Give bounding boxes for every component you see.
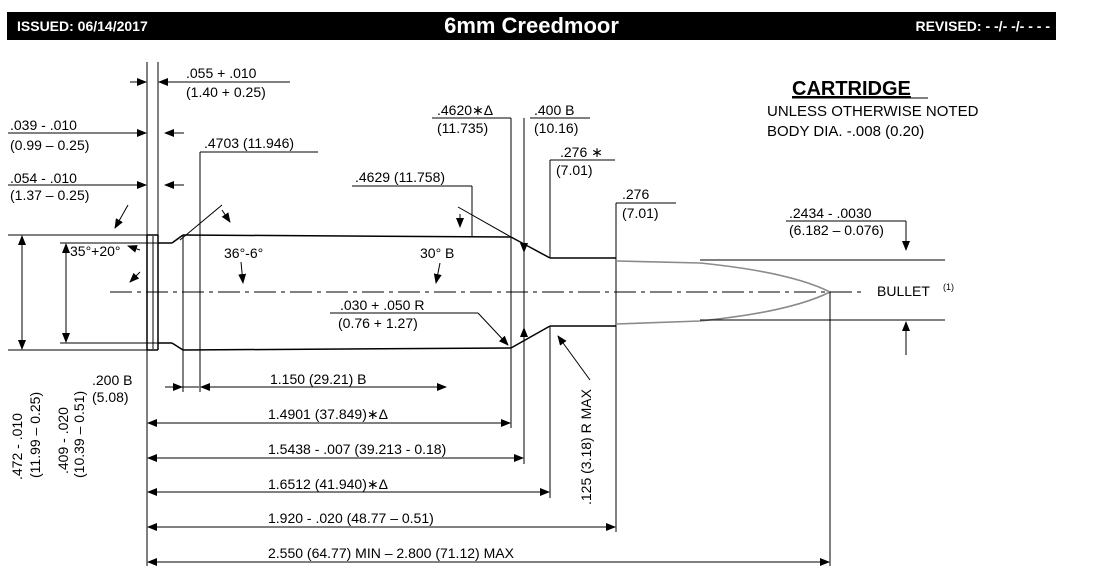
shoulder-dia-label: .4629 (11.758) bbox=[355, 169, 445, 185]
neck-start-dimension: .4620∗Δ (11.735) bbox=[432, 102, 512, 237]
notes-line-2: BODY DIA. -.008 (0.20) bbox=[767, 123, 924, 140]
bullet-diameter-dimension: .2434 - .0030 (6.182 – 0.076) BULLET (1) bbox=[700, 205, 954, 355]
neck-diameter-dimension: .276 ∗ (7.01) bbox=[549, 144, 615, 258]
neck-length-in: .400 B bbox=[534, 102, 574, 118]
base-dia-label: .4703 (11.946) bbox=[204, 135, 294, 151]
revised-date: REVISED: - -/- -/- - - - bbox=[915, 18, 1050, 34]
body-length-dimension: 1.150 (29.21) B bbox=[200, 371, 447, 391]
extractor-mm: (1.37 – 0.25) bbox=[10, 187, 89, 203]
base-diameter-dimension: .4703 (11.946) bbox=[199, 135, 318, 235]
rim-thickness-dimension: .055 + .010 (1.40 + 0.25) bbox=[130, 62, 290, 235]
cartridge-notes: CARTRIDGE UNLESS OTHERWISE NOTED BODY DI… bbox=[767, 78, 979, 140]
title-bar: ISSUED: 06/14/2017 6mm Creedmoor REVISED… bbox=[7, 12, 1056, 40]
length-3-label: 1.6512 (41.940)∗Δ bbox=[268, 476, 388, 492]
groove-length-mm: (5.08) bbox=[92, 389, 129, 405]
groove-length-dimension: .200 B (5.08) bbox=[92, 235, 201, 566]
neck-radius-dimension: .125 (3.18) R MAX bbox=[557, 335, 594, 505]
extractor-in: .054 - .010 bbox=[10, 170, 77, 186]
extractor-angle: 35°+20° bbox=[65, 243, 141, 283]
rim-thickness-mm: (1.40 + 0.25) bbox=[186, 84, 266, 100]
length-dimension-3: 1.6512 (41.940)∗Δ bbox=[147, 326, 551, 498]
body-angle-label: 36°-6° bbox=[224, 245, 263, 261]
bullet-note: (1) bbox=[943, 282, 954, 292]
shoulder-radius-dimension: .030 + .050 R (0.76 + 1.27) bbox=[330, 297, 509, 346]
cartridge-title: 6mm Creedmoor bbox=[444, 13, 619, 38]
rim-dia-in: .472 - .010 bbox=[9, 413, 25, 480]
bevel-in: .039 - .010 bbox=[10, 117, 77, 133]
groove-dia-mm: (10.39 – 0.51) bbox=[71, 391, 87, 478]
mouth-dia-in: .276 bbox=[622, 186, 649, 202]
length-dimension-1: 1.4901 (37.849)∗Δ bbox=[147, 348, 512, 428]
shoulder-angle: 30° B bbox=[420, 206, 512, 284]
bevel-mm: (0.99 – 0.25) bbox=[10, 137, 89, 153]
length-2-label: 1.5438 - .007 (39.213 - 0.18) bbox=[268, 441, 446, 457]
mouth-dia-mm: (7.01) bbox=[622, 205, 659, 221]
bevel-dimension: .039 - .010 (0.99 – 0.25) bbox=[8, 117, 184, 153]
rim-diameter-dimension: .472 - .010 (11.99 – 0.25) bbox=[8, 234, 147, 480]
neck-start-mm: (11.735) bbox=[437, 120, 488, 136]
notes-heading: CARTRIDGE bbox=[792, 78, 911, 100]
mouth-diameter-dimension: .276 (7.01) bbox=[615, 186, 676, 258]
groove-dia-in: .409 - .020 bbox=[55, 407, 71, 474]
body-length-label: 1.150 (29.21) B bbox=[270, 371, 367, 387]
extractor-dimension: .054 - .010 (1.37 – 0.25) bbox=[8, 170, 184, 229]
body-angle: 36°-6° bbox=[179, 204, 263, 284]
neck-start-in: .4620∗Δ bbox=[437, 102, 493, 118]
shoulder-angle-label: 30° B bbox=[420, 245, 454, 261]
length-1-label: 1.4901 (37.849)∗Δ bbox=[268, 406, 388, 422]
radius-mm: (0.76 + 1.27) bbox=[338, 315, 418, 331]
length-dimension-5: 2.550 (64.77) MIN – 2.800 (71.12) MAX bbox=[147, 292, 831, 566]
groove-length-in: .200 B bbox=[92, 372, 132, 388]
issued-date: ISSUED: 06/14/2017 bbox=[17, 18, 148, 34]
groove-diameter-dimension: .409 - .020 (10.39 – 0.51) bbox=[55, 242, 158, 478]
shoulder-diameter-dimension: .4629 (11.758) bbox=[352, 169, 473, 237]
extractor-angle-label: 35°+20° bbox=[70, 243, 121, 259]
length-4-label: 1.920 - .020 (48.77 – 0.51) bbox=[268, 510, 434, 526]
neck-dia-in: .276 ∗ bbox=[560, 144, 603, 160]
neck-radius-label: .125 (3.18) R MAX bbox=[578, 388, 594, 505]
neck-dia-mm: (7.01) bbox=[556, 162, 593, 178]
rim-thickness-in: .055 + .010 bbox=[186, 65, 257, 81]
length-dimension-4: 1.920 - .020 (48.77 – 0.51) bbox=[147, 326, 617, 532]
bullet-dia-mm: (6.182 – 0.076) bbox=[789, 222, 884, 238]
rim-dia-mm: (11.99 – 0.25) bbox=[27, 392, 43, 478]
neck-length-mm: (10.16) bbox=[534, 120, 578, 136]
neck-length-dimension: .400 B (10.16) bbox=[520, 102, 590, 340]
length-dimension-2: 1.5438 - .007 (39.213 - 0.18) bbox=[147, 340, 525, 464]
length-5-label: 2.550 (64.77) MIN – 2.800 (71.12) MAX bbox=[268, 545, 515, 561]
bullet-dia-in: .2434 - .0030 bbox=[789, 205, 872, 221]
bullet-label: BULLET bbox=[877, 283, 930, 299]
notes-line-1: UNLESS OTHERWISE NOTED bbox=[767, 103, 979, 120]
radius-in: .030 + .050 R bbox=[340, 297, 424, 313]
